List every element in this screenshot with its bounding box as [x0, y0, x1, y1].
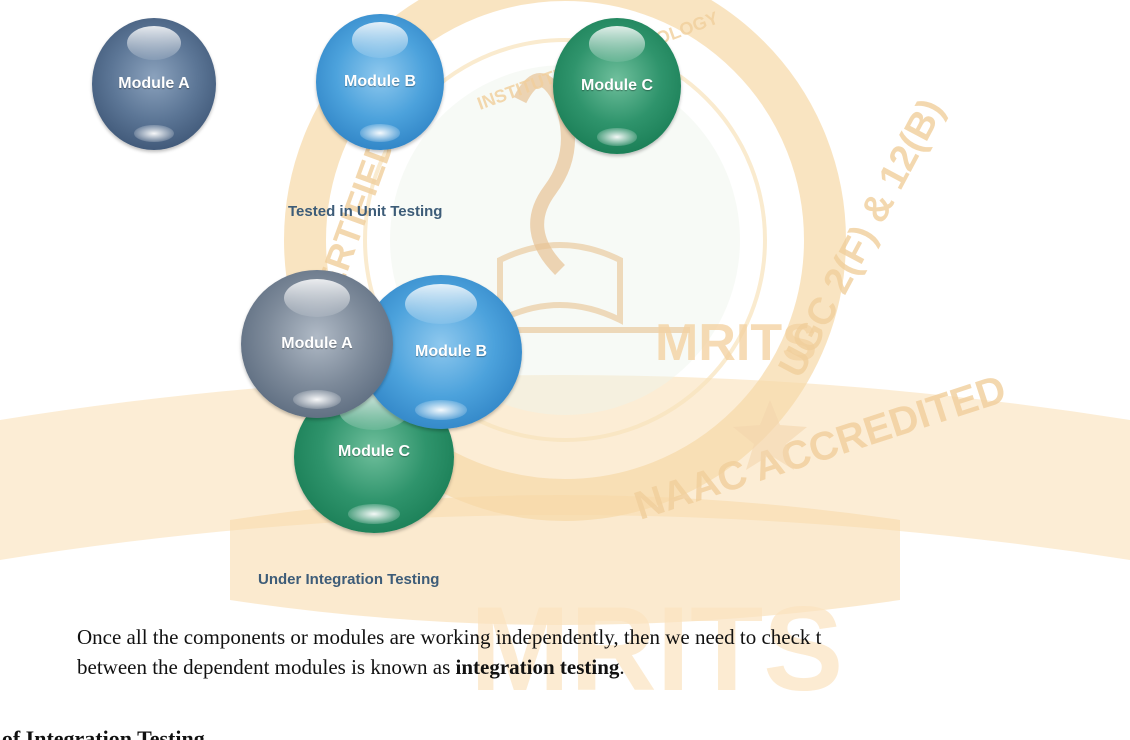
watermark-text-middle: MRITS — [655, 314, 817, 372]
module-label: Module B — [415, 343, 487, 360]
unit-module-c-sphere: Module C — [553, 18, 681, 154]
module-label: Module A — [118, 75, 190, 92]
unit-module-b-sphere: Module B — [316, 14, 444, 150]
watermark-text-large: MRITS — [470, 582, 843, 716]
unit-testing-caption: Tested in Unit Testing — [288, 203, 443, 220]
integration-module-a-sphere: Module A — [241, 270, 393, 418]
module-label: Module C — [581, 77, 653, 94]
paragraph-line-2-prefix: between the dependent modules is known a… — [77, 655, 456, 679]
integration-testing-caption: Under Integration Testing — [258, 571, 440, 588]
module-label: Module A — [281, 335, 353, 352]
module-label: Module B — [344, 73, 416, 90]
paragraph-line-2: between the dependent modules is known a… — [77, 652, 1130, 682]
unit-module-a-sphere: Module A — [92, 18, 216, 150]
paragraph-line-1: Once all the components or modules are w… — [77, 625, 822, 649]
module-label: Module C — [338, 443, 410, 460]
integration-testing-term: integration testing — [455, 655, 620, 679]
paragraph-line-2-suffix: . — [619, 655, 625, 679]
body-paragraph: Once all the components or modules are w… — [77, 622, 1130, 682]
section-heading: es of Integration Testing — [0, 726, 205, 740]
